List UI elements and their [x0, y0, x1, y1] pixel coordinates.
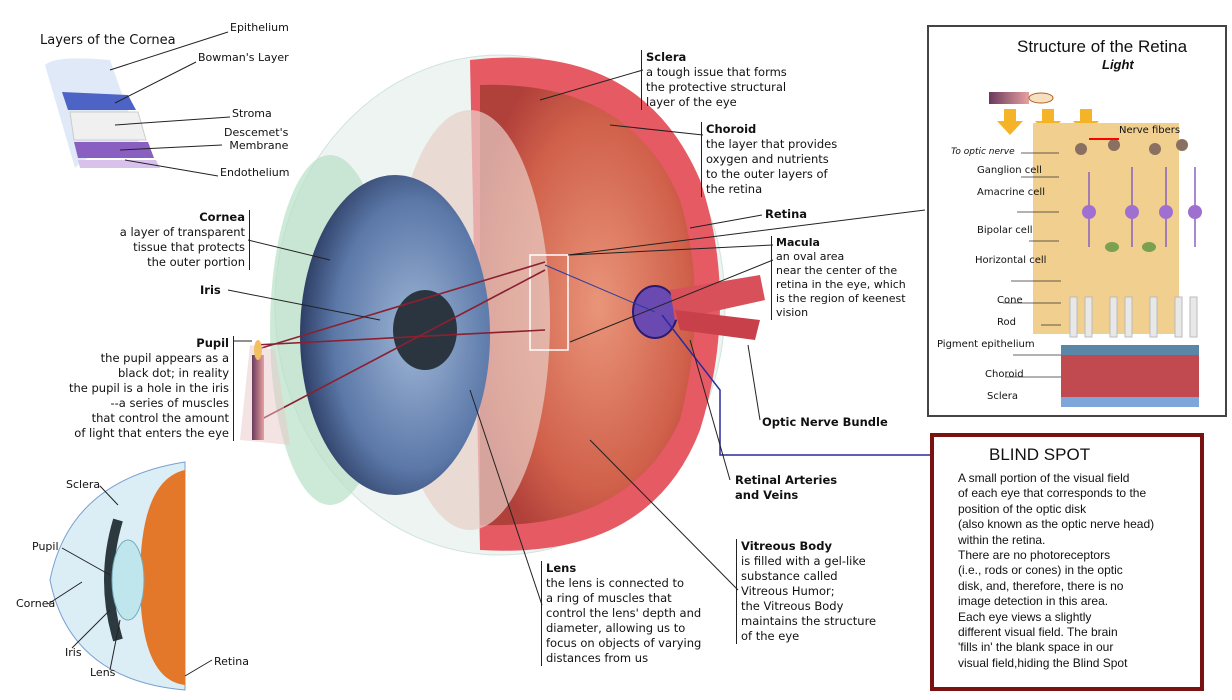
eye-cross-section — [47, 461, 213, 691]
blind-spot-title: BLIND SPOT — [989, 445, 1091, 464]
cs-pupil-label: Pupil — [32, 540, 59, 553]
cornea-layers-illustration — [45, 31, 231, 177]
sclera-title: Sclera — [646, 50, 687, 64]
retina-structure-panel: Structure of the Retina Light Nerve fibe… — [927, 25, 1227, 417]
label-descemets-membrane: Descemet's Membrane — [224, 126, 289, 152]
choroid-title: Choroid — [706, 122, 757, 136]
label-epithelium: Epithelium — [230, 21, 289, 34]
cs-retina-label: Retina — [214, 655, 249, 668]
vitreous-text: is filled with a gel-like substance call… — [741, 554, 877, 643]
cornea-text: a layer of transparent tissue that prote… — [119, 225, 245, 269]
label-endothelium: Endothelium — [220, 166, 290, 179]
macula-text: an oval area near the center of the reti… — [776, 250, 906, 319]
light-label: Light — [1102, 57, 1134, 72]
pupil-text: the pupil appears as a black dot; in rea… — [68, 351, 229, 440]
sclera-text: a tough issue that forms the protective … — [646, 65, 787, 109]
cs-lens-label: Lens — [90, 666, 116, 679]
retina-label: Retina — [765, 207, 808, 221]
retinal-arteries-label: Retinal Arteries and Veins — [735, 473, 838, 502]
cornea-title: Cornea — [199, 210, 245, 224]
cone-label: Cone — [997, 295, 1023, 306]
choroid-text: the layer that provides oxygen and nutri… — [706, 137, 838, 196]
label-stroma: Stroma — [232, 107, 272, 120]
rod-label: Rod — [997, 317, 1016, 328]
sclera-layer-label: Sclera — [987, 391, 1019, 402]
optic-nerve-bundle-label: Optic Nerve Bundle — [762, 415, 888, 429]
vitreous-title: Vitreous Body — [741, 539, 832, 553]
bipolar-cell-label: Bipolar cell — [977, 225, 1033, 236]
choroid-layer-label: Choroid — [985, 369, 1024, 380]
cs-sclera-label: Sclera — [66, 478, 101, 491]
blind-spot-text: A small portion of the visual field of e… — [958, 471, 1155, 670]
blind-spot-panel: BLIND SPOT A small portion of the visual… — [930, 433, 1204, 691]
amacrine-cell-label: Amacrine cell — [977, 187, 1045, 198]
nerve-fibers-label: Nerve fibers — [1119, 125, 1181, 136]
retina-structure-title: Structure of the Retina — [1017, 37, 1188, 56]
main-eye — [227, 54, 930, 606]
iris-label: Iris — [200, 283, 221, 297]
pupil-title: Pupil — [196, 336, 229, 350]
horizontal-cell-label: Horizontal cell — [975, 255, 1047, 266]
cornea-layers-title: Layers of the Cornea — [40, 33, 176, 48]
macula-title: Macula — [776, 236, 820, 249]
label-bowmans-layer: Bowman's Layer — [198, 51, 289, 64]
pigment-epithelium-label: Pigment epithelium — [937, 339, 1035, 350]
lens-text: the lens is connected to a ring of muscl… — [546, 576, 702, 665]
cs-iris-label: Iris — [65, 646, 82, 659]
to-optic-nerve-label: To optic nerve — [951, 147, 1015, 157]
cs-cornea-label: Cornea — [16, 597, 56, 610]
lens-title: Lens — [546, 561, 577, 575]
retina-layers-illustration — [989, 92, 1202, 407]
ganglion-cell-label: Ganglion cell — [977, 165, 1042, 176]
